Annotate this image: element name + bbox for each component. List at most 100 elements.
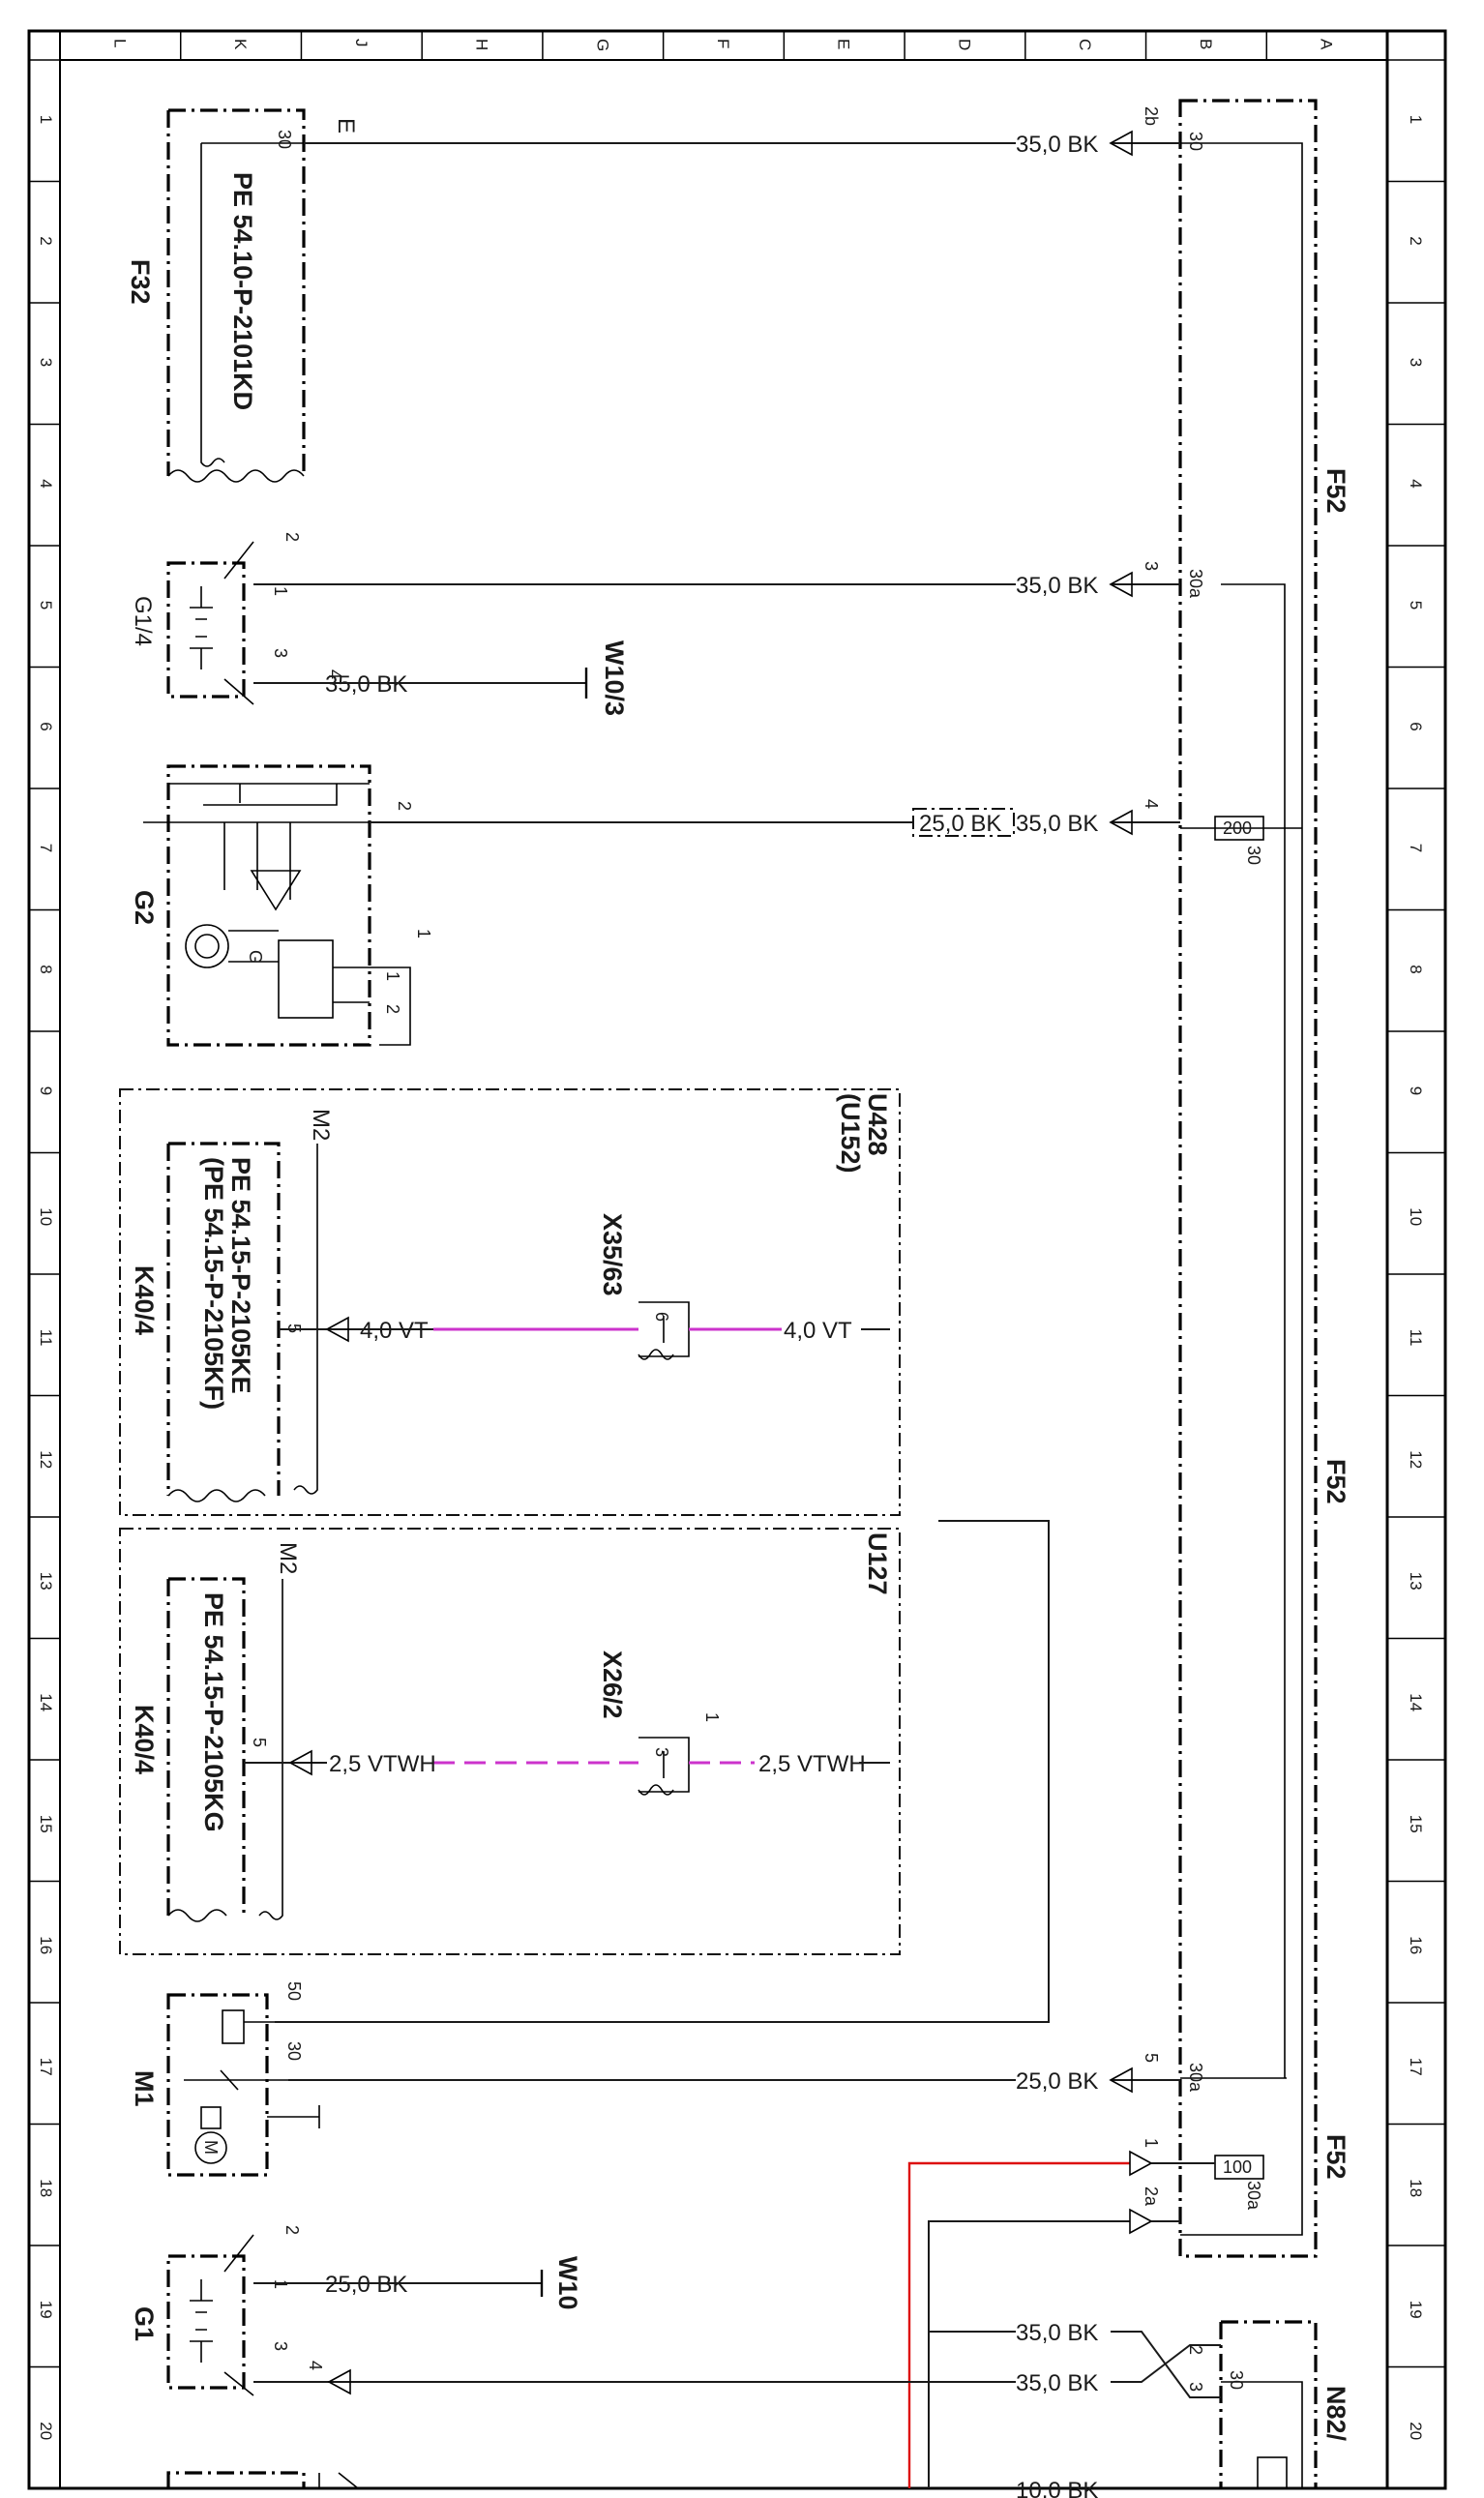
column-letter-label: A: [1318, 39, 1336, 50]
g1-label: G1: [130, 2306, 159, 2341]
wire-label-w7: 35,0 BK: [1016, 811, 1098, 837]
m1-pin-30: 30: [284, 2041, 304, 2061]
f52-pin-1: 1: [1142, 2138, 1161, 2148]
u428-label: U428: [863, 1093, 892, 1156]
row-number-label: 18: [37, 2179, 55, 2197]
wire-row-18-red: [907, 2150, 1215, 2488]
g2-field-g: G: [246, 950, 265, 964]
row-number-label: 20: [1407, 2422, 1425, 2440]
column-letter-label: K: [231, 39, 250, 50]
x26-2-pin: 3: [652, 1747, 671, 1757]
g1-4-pin-2: 2: [282, 532, 302, 542]
n82-pin-3: 3: [1186, 2382, 1205, 2392]
row-number-label: 13: [1407, 1572, 1425, 1591]
f32-pin-30: 30: [275, 130, 294, 149]
row-number-label: 3: [1407, 358, 1425, 367]
row-number-label: 18: [1407, 2179, 1425, 2197]
f52-inner-30a-b: 30a: [1186, 2063, 1205, 2093]
column-letter-label: E: [835, 39, 853, 49]
row-number-label: 4: [1407, 479, 1425, 488]
row-number-label: 5: [1407, 601, 1425, 610]
wire-row-7: 25,0 BK 35,0 BK: [370, 808, 1180, 837]
row-number-label: 16: [37, 1936, 55, 1954]
n82-label: N82/: [1321, 2386, 1350, 2442]
connector-x35-63: X35/63 6: [598, 1213, 690, 1360]
wire-label-w19b: 35,0 BK: [1016, 2370, 1098, 2396]
row-number-label: 2: [1407, 236, 1425, 245]
x26-2-pin-1: 1: [702, 1712, 722, 1722]
g1-4-pin-1: 1: [271, 586, 290, 596]
row-number-label: 17: [37, 2058, 55, 2076]
wire-row-1: 35,0 BK: [304, 130, 1180, 158]
g2-pin-1a: 1: [414, 929, 433, 938]
wire-label-w7-box: 25,0 BK: [919, 811, 1001, 837]
x35-63-pin: 6: [652, 1312, 671, 1322]
wire-m1-50: [275, 1520, 1050, 2023]
row-number-label: 7: [1407, 844, 1425, 852]
row-number-label: 19: [37, 2301, 55, 2319]
m1-label: M1: [130, 2070, 159, 2107]
column-letter-label: J: [352, 39, 371, 47]
component-g1: G1 2 1 3 4: [130, 2225, 325, 2396]
row-number-label: 1: [1407, 115, 1425, 124]
row-number-label: 10: [1407, 1207, 1425, 1226]
g1-pin-3: 3: [271, 2341, 290, 2351]
row-number-label: 7: [37, 844, 55, 852]
row-number-label: 11: [37, 1329, 55, 1347]
row-number-label: 6: [1407, 722, 1425, 730]
wire-row-6-ground: 35,0 BK: [325, 671, 407, 698]
column-letter-label: L: [110, 39, 129, 47]
row-number-label: 3: [37, 358, 55, 367]
component-u127: U127: [119, 1528, 901, 1955]
row-number-label: 8: [37, 965, 55, 973]
k40-4-bottom-ref: PE 54.15-P-2105KG: [199, 1592, 228, 1832]
wire-row-18-2a: [928, 2208, 1180, 2488]
g1-pin-4: 4: [306, 2361, 325, 2370]
g2-pin-2: 2: [395, 801, 414, 811]
column-letter-label: B: [1197, 39, 1215, 49]
f52-pin-2b: 2b: [1142, 106, 1161, 126]
row-number-label: 1: [37, 115, 55, 124]
component-f32: PE 54.10-P-2101KD F32 30 E: [126, 108, 359, 483]
row-number-label: 9: [37, 1086, 55, 1095]
x35-63-label: X35/63: [598, 1213, 627, 1296]
wire-row-20: 10,0 BK: [1016, 2478, 1098, 2498]
f52-inner-30a: 30a: [1186, 569, 1205, 599]
f52-pin-5: 5: [1142, 2053, 1161, 2063]
f52-fuse-100: 100: [1223, 2157, 1252, 2177]
component-g1-4: G1/4 2 1 3 4: [130, 532, 344, 705]
k40-4-top-ref1: PE 54.15-P-2105KE: [226, 1157, 255, 1394]
component-w10-3: W10/3: [253, 640, 629, 716]
row-number-label: 20: [37, 2422, 55, 2440]
f52-inner-30-b: 30: [1244, 846, 1263, 865]
g2-label: G2: [130, 890, 159, 925]
wire-label-w10-left: 4,0 VT: [360, 1318, 429, 1344]
component-k40-4-top: PE 54.15-P-2105KE (PE 54.15-P-2105KF) K4…: [130, 1109, 334, 1502]
column-letter-label: G: [593, 39, 611, 51]
row-number-label: 9: [1407, 1086, 1425, 1095]
g1-4-pin-4: 4: [325, 669, 344, 679]
row-number-label: 4: [37, 479, 55, 488]
f52-pin-3: 3: [1142, 561, 1161, 571]
k40-4-top-label: K40/4: [130, 1265, 159, 1335]
row-number-label: 15: [37, 1815, 55, 1833]
component-partial-bottom: [166, 2471, 359, 2489]
g2-pin-1b: 1: [383, 971, 402, 981]
wire-label-w20: 10,0 BK: [1016, 2478, 1098, 2498]
f52-label-top: F52: [1321, 468, 1350, 514]
u428-alt-label: (U152): [836, 1093, 865, 1174]
row-number-label: 14: [1407, 1693, 1425, 1711]
m1-motor-glyph: M: [201, 2140, 221, 2155]
row-number-label: 2: [37, 236, 55, 245]
row-number-label: 5: [37, 601, 55, 610]
row-number-label: 13: [37, 1572, 55, 1591]
k40-4-top-ref2: (PE 54.15-P-2105KF): [199, 1157, 228, 1410]
wire-label-w10-right: 4,0 VT: [784, 1318, 852, 1344]
f52-fuse-200: 200: [1223, 818, 1252, 838]
k40-4-bottom-ground: M2: [275, 1542, 301, 1574]
row-number-label: 8: [1407, 965, 1425, 973]
f32-terminal-e: E: [333, 118, 359, 134]
